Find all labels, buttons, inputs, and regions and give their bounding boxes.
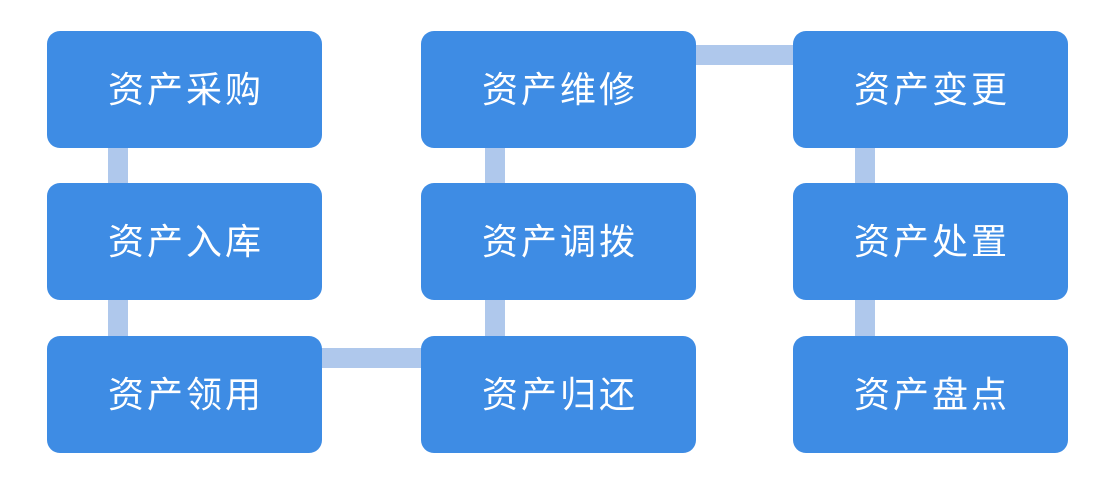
- node-asset-disposal: 资产处置: [793, 183, 1068, 300]
- node-asset-transfer: 资产调拨: [421, 183, 696, 300]
- node-asset-procurement-label: 资产采购: [107, 68, 264, 110]
- edge-asset-warehousing-asset-requisition: [108, 293, 128, 343]
- edge-asset-procurement-asset-warehousing: [108, 140, 128, 190]
- node-asset-change-label: 资产变更: [853, 68, 1010, 110]
- node-asset-inventory-label: 资产盘点: [853, 373, 1010, 415]
- edge-asset-transfer-asset-return: [485, 293, 505, 343]
- node-asset-repair-label: 资产维修: [481, 68, 638, 110]
- node-asset-procurement: 资产采购: [47, 31, 322, 148]
- edge-asset-disposal-asset-inventory: [855, 293, 875, 343]
- edge-asset-change-asset-disposal: [855, 140, 875, 190]
- node-asset-inventory: 资产盘点: [793, 336, 1068, 453]
- node-asset-return-label: 资产归还: [481, 373, 638, 415]
- edge-asset-repair-asset-change: [690, 45, 800, 65]
- node-asset-repair: 资产维修: [421, 31, 696, 148]
- node-asset-requisition: 资产领用: [47, 336, 322, 453]
- edge-asset-requisition-asset-return: [315, 348, 428, 368]
- node-asset-warehousing: 资产入库: [47, 183, 322, 300]
- node-asset-return: 资产归还: [421, 336, 696, 453]
- node-asset-change: 资产变更: [793, 31, 1068, 148]
- node-asset-transfer-label: 资产调拨: [481, 220, 638, 262]
- node-asset-disposal-label: 资产处置: [853, 220, 1010, 262]
- node-asset-requisition-label: 资产领用: [107, 373, 264, 415]
- node-asset-warehousing-label: 资产入库: [107, 220, 264, 262]
- edge-asset-repair-asset-transfer: [485, 140, 505, 190]
